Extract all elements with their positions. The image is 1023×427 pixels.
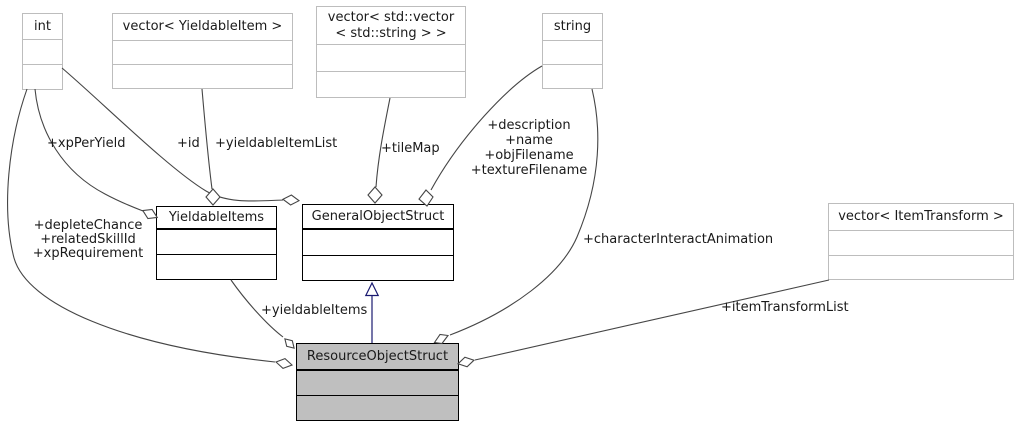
class-node-vector-yieldableitem: vector< YieldableItem > [112,13,293,89]
class-node-string-label: string [543,14,602,41]
class-node-vector-yieldableitem-attr-compartment [113,41,292,65]
class-node-generalobjectstruct-label: GeneralObjectStruct [303,205,453,230]
class-node-int-label: int [23,14,62,40]
edge-label-yieldableitemlist: +yieldableItemList [215,136,338,151]
class-node-vector-itemtransform-method-compartment [829,256,1013,280]
edge-label-itemtransformlist: +itemTransformList [721,300,849,315]
edge-label-deletechance-relatedskillid-xprequirement: +depleteChance +relatedSkillId +xpRequir… [32,218,144,261]
aggregation-diamond [205,188,221,206]
aggregation-diamond [456,356,476,368]
class-node-resourceobjectstruct: ResourceObjectStruct [296,343,459,421]
class-node-yieldableitems-label: YieldableItems [157,207,276,230]
class-node-string: string [542,13,603,89]
class-node-resourceobjectstruct-attr-compartment [297,371,458,396]
class-node-vector-std-vector-std-string-attr-compartment [317,45,465,72]
class-node-vector-itemtransform: vector< ItemTransform > [828,203,1014,280]
aggregation-diamond [281,194,301,206]
edge-label-id: +id [177,136,200,151]
edge-label-description-name-objfilename-texturefilename: +description +name +objFilename +texture… [470,118,588,178]
class-node-generalobjectstruct[interactable]: GeneralObjectStruct [302,204,454,281]
aggregation-diamond [367,186,383,204]
class-node-generalobjectstruct-attr-compartment [303,230,453,256]
class-node-yieldableitems-attr-compartment [157,230,276,255]
edge-itemtransformlist [474,279,830,361]
class-node-resourceobjectstruct-label: ResourceObjectStruct [297,344,458,371]
class-node-vector-std-vector-std-string: vector< std::vector < std::string > > [316,6,466,98]
class-node-resourceobjectstruct-method-compartment [297,396,458,420]
class-node-int: int [22,13,63,90]
class-node-string-method-compartment [543,65,602,88]
class-node-generalobjectstruct-method-compartment [303,256,453,281]
class-node-vector-yieldableitem-method-compartment [113,65,292,88]
class-node-int-attr-compartment [23,40,62,65]
class-node-vector-itemtransform-attr-compartment [829,231,1013,256]
aggregation-diamond [274,357,294,370]
edge-label-characterinteractanimation: +characterInteractAnimation [583,232,774,247]
inheritance-arrowhead-icon [364,281,380,297]
class-node-int-method-compartment [23,65,62,89]
class-node-vector-std-vector-std-string-method-compartment [317,72,465,98]
edge-yieldableitemlist [201,88,213,190]
class-node-yieldableitems[interactable]: YieldableItems [156,206,277,280]
class-node-vector-itemtransform-label: vector< ItemTransform > [829,204,1013,231]
class-node-yieldableitems-method-compartment [157,255,276,279]
class-node-vector-std-vector-std-string-label: vector< std::vector < std::string > > [317,7,465,45]
edge-label-xpperyield: +xpPerYield [47,136,126,151]
edge-label-yieldableitems: +yieldableItems [261,303,368,318]
class-node-string-attr-compartment [543,41,602,65]
class-node-vector-yieldableitem-label: vector< YieldableItem > [113,14,292,41]
edge-label-tilemap: +tileMap [381,141,440,156]
aggregation-diamond [284,338,295,349]
